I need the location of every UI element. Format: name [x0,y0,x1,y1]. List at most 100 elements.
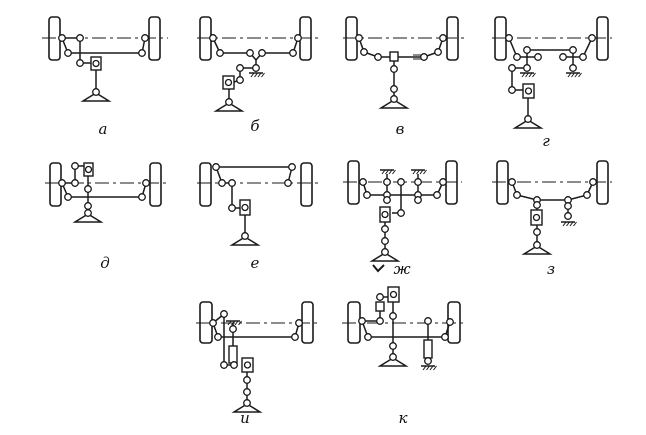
joint [533,228,541,236]
joint [424,317,432,325]
joint [533,241,541,249]
joint [523,46,531,54]
power-cylinder [375,301,385,312]
joint [289,49,297,57]
scheme-i: и [196,301,318,427]
hatch [526,218,530,221]
hatch [250,72,255,78]
joint [424,357,432,365]
scheme-label: д [100,254,110,272]
joint [355,34,363,42]
joint [374,53,382,61]
joint [258,49,266,57]
hatch [567,72,572,78]
hatch [251,205,255,208]
joint [414,178,422,186]
link-rod [398,37,444,58]
power-cylinder [423,339,433,359]
joint [513,191,521,199]
joint [236,64,244,72]
joint [381,248,389,256]
joint [383,178,391,186]
hatch [254,369,258,372]
joint [505,34,513,42]
joint [214,333,222,341]
hatch [416,169,420,175]
joint [288,163,296,171]
joint [84,185,92,193]
gear-shaft [389,290,398,299]
hatch [94,174,98,177]
scheme-a: а [42,16,168,138]
hatch [566,221,570,227]
joint [228,179,236,187]
joint [216,49,224,57]
joint [243,399,251,407]
joint [579,53,587,61]
link-rod [61,37,146,54]
joint [434,48,442,56]
gear-shaft [243,361,252,369]
steering-wheel-symbol [229,236,261,246]
joint [364,333,372,341]
joint [363,191,371,199]
joint [71,179,79,187]
hatch [526,221,530,224]
steering-wheel-symbol [369,252,401,262]
joint [397,209,405,217]
scheme-label: б [250,117,260,135]
joint [294,34,302,42]
joint [559,53,567,61]
joint [228,204,236,212]
joint [439,178,447,186]
joint [209,34,217,42]
hatch [102,65,106,68]
wheel [300,162,313,207]
joint [383,196,391,204]
link-rod [212,312,233,366]
joint [376,293,384,301]
joint [225,98,233,106]
joint [138,49,146,57]
joint [508,86,516,94]
joint [209,319,217,327]
hatch [381,169,386,175]
steering-wheel-symbol [80,92,112,102]
hatch [251,202,255,205]
link-rod [79,38,92,64]
hatch [574,72,579,78]
hatch [392,169,396,175]
steering-wheel-symbol [378,99,410,109]
hatch [254,72,258,78]
joint [513,53,521,61]
gear-shaft [241,203,249,212]
joint [358,317,366,325]
joint [229,325,237,333]
hatch [94,168,98,171]
hatch [535,95,539,98]
power-cylinder [228,345,238,364]
hatch [218,84,222,87]
joint [564,202,572,210]
scheme-k: к [342,286,466,427]
joint [441,333,449,341]
hatch [102,68,106,71]
joint [534,53,542,61]
hatch [254,360,258,363]
scheme-label: и [240,409,250,427]
hatch [218,78,222,81]
joint [569,46,577,54]
joint [92,88,100,96]
joint [420,53,428,61]
joint [359,178,367,186]
hatch [400,298,404,301]
link-rod [362,181,444,196]
joint [243,388,251,396]
scheme-label: в [396,120,405,138]
hatch [422,365,427,371]
steering-wheel-symbol [72,213,104,223]
hatch [573,221,577,227]
hatch [525,72,529,78]
link-rod [563,37,593,58]
